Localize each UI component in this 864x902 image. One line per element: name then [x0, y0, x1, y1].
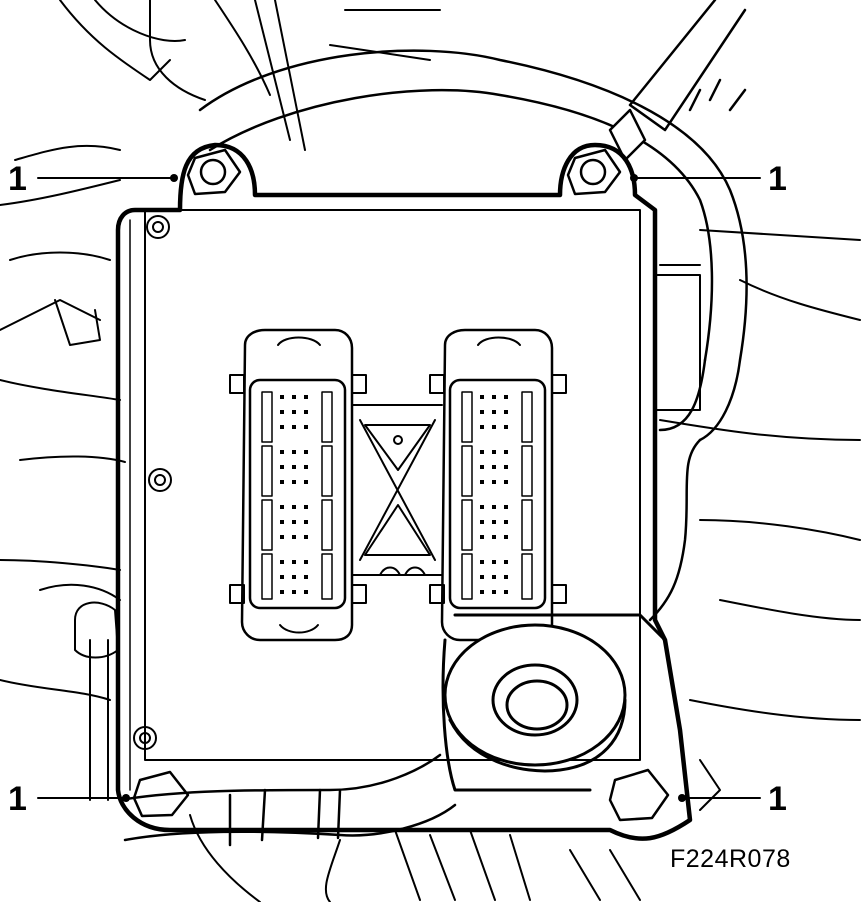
callout-label-top-right: 1 [768, 160, 787, 198]
mounting-bolt-top-right [566, 148, 622, 196]
pipe-bracket [441, 613, 667, 792]
callout-leaders [37, 177, 761, 799]
callout-dot-bottom-left [122, 794, 130, 802]
callout-dot-top-right [630, 174, 638, 182]
side-bracket [654, 264, 701, 411]
callout-dot-top-left [170, 174, 178, 182]
callout-label-top-left: 1 [8, 160, 27, 198]
left-rod [74, 601, 119, 801]
ecu-housing [115, 142, 693, 841]
callout-label-bottom-right: 1 [768, 780, 787, 818]
upper-hose [198, 49, 748, 622]
mounting-bolt-top-left [186, 148, 242, 196]
housing-screws [133, 215, 172, 750]
figure-id: F224R078 [670, 845, 791, 873]
connector-bracket [351, 404, 443, 576]
callout-label-bottom-left: 1 [8, 780, 27, 818]
ground-cable [608, 0, 747, 162]
right-connector [429, 328, 567, 642]
left-connector [229, 328, 367, 642]
mounting-bolt-bottom-right [608, 768, 670, 822]
lower-hose [118, 753, 457, 847]
callout-dot-bottom-right [678, 794, 686, 802]
